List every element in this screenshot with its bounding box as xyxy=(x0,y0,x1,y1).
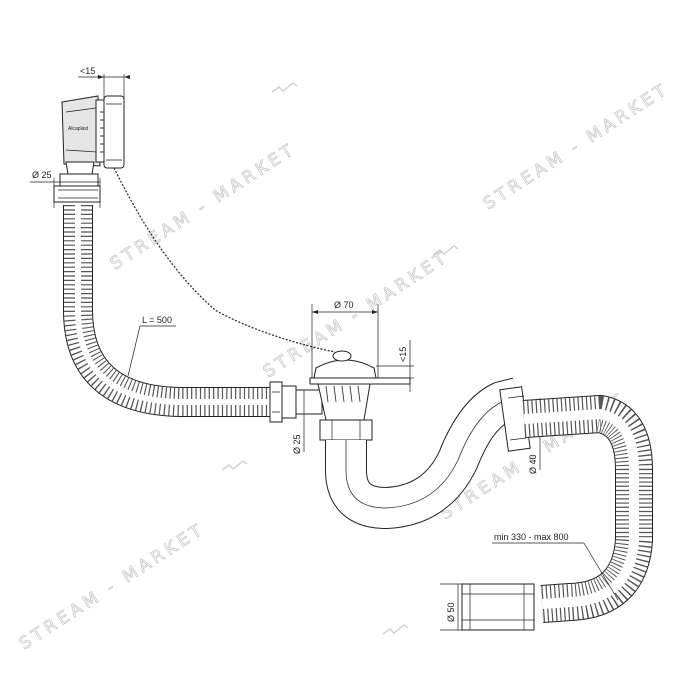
plug-height-dimension: <15 xyxy=(376,340,414,392)
plug-height-label: <15 xyxy=(398,347,408,362)
s-trap xyxy=(325,377,531,530)
overflow-hose xyxy=(63,205,272,417)
end-diameter-label: Ø 50 xyxy=(446,602,456,622)
flexible-length-label: L = 500 xyxy=(142,315,172,325)
plug-diameter-label: Ø 70 xyxy=(334,300,354,310)
drain-assembly xyxy=(269,350,411,441)
trap-diameter-label: Ø 40 xyxy=(528,454,538,474)
overflow-assembly: Alcaplast xyxy=(53,95,125,203)
end-connector xyxy=(461,583,535,631)
watermark-text: STREAM - MARKET xyxy=(107,139,300,274)
overflow-diameter-dimension: Ø 25 xyxy=(30,170,101,208)
top-gap-dimension: <15 xyxy=(78,66,130,100)
svg-text:Alcaplast: Alcaplast xyxy=(68,126,89,132)
watermark-logo xyxy=(221,460,248,471)
watermark-text: STREAM - MARKET xyxy=(480,79,673,214)
extension-range-label: min 330 - max 800 xyxy=(494,532,569,542)
outlet-diameter-dimension: Ø 25 xyxy=(292,390,305,454)
flexible-length-dimension: L = 500 xyxy=(127,315,176,377)
watermark-text: STREAM - MARKET xyxy=(16,519,209,654)
watermark-logo xyxy=(382,624,409,635)
overflow-diameter-label: Ø 25 xyxy=(32,170,52,180)
watermark-logo xyxy=(271,82,298,93)
top-gap-label: <15 xyxy=(80,66,95,76)
extension-range-dimension: min 330 - max 800 xyxy=(492,532,619,601)
extension-hose xyxy=(522,394,653,623)
watermark-logo xyxy=(432,245,459,256)
end-diameter-dimension: Ø 50 xyxy=(440,583,462,631)
outlet-diameter-label: Ø 25 xyxy=(292,434,302,454)
